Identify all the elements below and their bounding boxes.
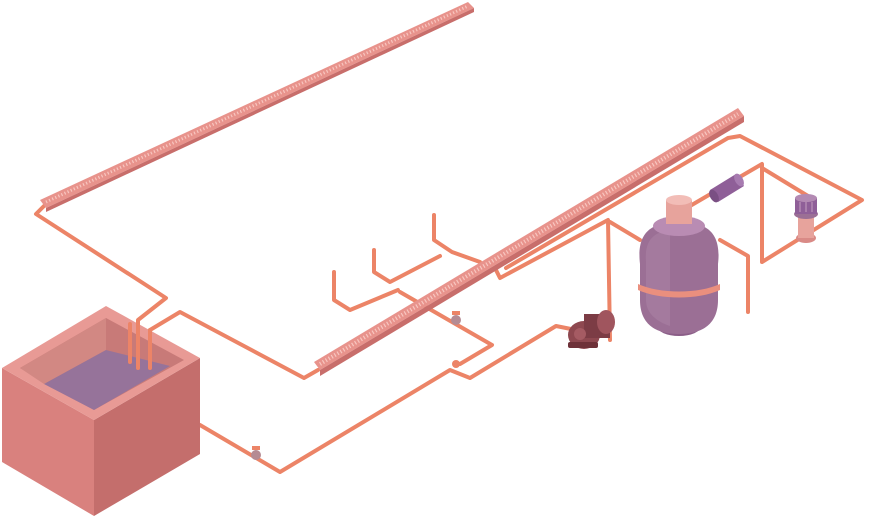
heater-unit [709,173,744,203]
pipe-inlet-2 [372,248,442,284]
pipe-filter-loop [718,238,750,314]
pipe-filter-feed [608,220,642,242]
pipe-vent-line [760,166,810,198]
dosing-unit [794,194,818,243]
pipe-network [34,134,864,474]
sand-filter [638,195,720,336]
valve-manifold [451,311,461,325]
pipe-suction-line [198,324,578,474]
balance-tank [2,306,200,516]
valve-tank-outlet [251,446,261,460]
pipe-heater-line [504,134,864,270]
pipe-return-upper [494,218,612,342]
overflow-gutter-back [40,2,474,212]
overflow-gutter-front [314,108,744,376]
pipe-inlet-1 [332,270,400,312]
pipe-inlet-3 [432,213,482,264]
valve-return [452,360,460,368]
pipe-tank-to-front-gutter [148,310,320,380]
circulation-pump [568,310,615,349]
